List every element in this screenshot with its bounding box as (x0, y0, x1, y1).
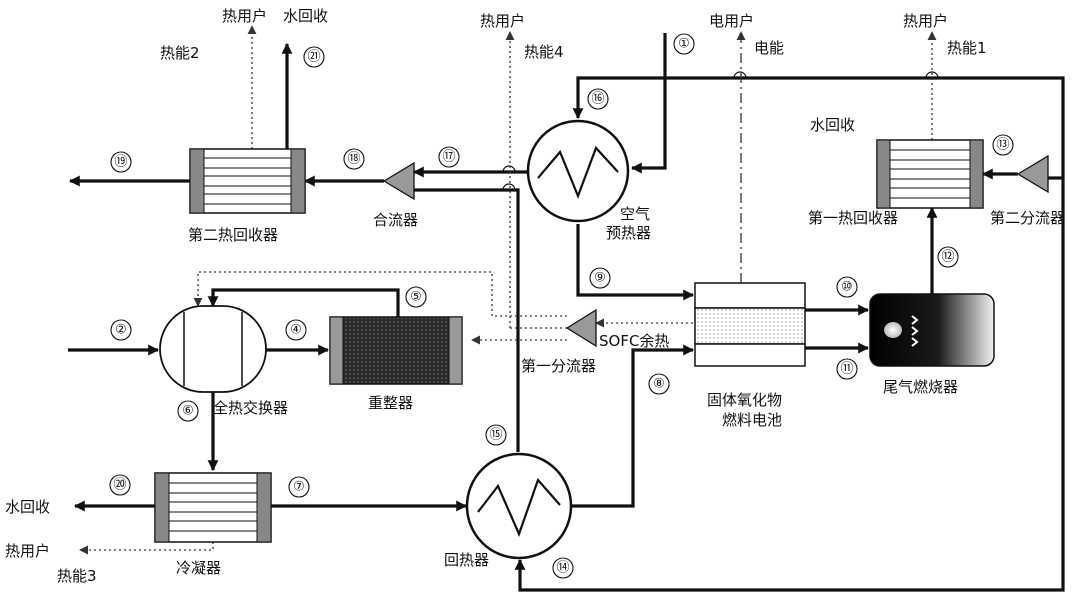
label-electric-user: 电用户 (709, 12, 754, 30)
label-first-splitter: 第一分流器 (521, 357, 596, 375)
svg-text:⑪: ⑪ (840, 362, 853, 377)
stream-marker-20: ⑳ (109, 474, 131, 496)
svg-text:⑦: ⑦ (293, 480, 305, 495)
first-heat-recovery (876, 139, 984, 209)
svg-text:⑧: ⑧ (653, 377, 665, 392)
second-heat-recovery (189, 148, 306, 214)
svg-text:⑬: ⑬ (996, 138, 1009, 153)
label-condenser: 冷凝器 (176, 559, 221, 577)
label-sofc-1: 固体氧化物 (707, 391, 782, 409)
label-recuperator: 回热器 (444, 551, 489, 569)
svg-text:⑥: ⑥ (182, 404, 194, 419)
svg-text:①: ① (678, 37, 690, 52)
stream-marker-18: ⑱ (343, 148, 365, 170)
label-full-heat-exchanger: 全热交换器 (213, 399, 288, 417)
full-heat-exchanger (159, 305, 267, 393)
svg-text:⑱: ⑱ (347, 152, 360, 167)
label-heat-energy-3: 热能3 (57, 567, 97, 585)
chevron-right-icon (911, 326, 919, 336)
svg-text:④: ④ (290, 323, 302, 338)
stream-marker-4: ④ (285, 319, 307, 341)
label-electric-energy: 电能 (754, 39, 784, 57)
label-mixer: 合流器 (373, 211, 418, 229)
label-heat-user-1: 热用户 (903, 12, 948, 30)
reformer (329, 316, 463, 385)
svg-text:⑩: ⑩ (841, 280, 853, 295)
label-reformer: 重整器 (368, 394, 413, 412)
stream-marker-8: ⑧ (648, 373, 670, 395)
stream-marker-5: ⑤ (405, 286, 427, 308)
stream-marker-11: ⑪ (836, 358, 858, 380)
label-second-heat-recovery: 第二热回收器 (188, 226, 278, 244)
svg-text:⑭: ⑭ (556, 561, 569, 576)
stream-marker-19: ⑲ (110, 151, 132, 173)
stream-marker-13: ⑬ (992, 134, 1014, 156)
label-heat-energy-1: 热能1 (947, 39, 987, 57)
label-air-preheater-2: 预热器 (606, 224, 651, 242)
svg-text:⑲: ⑲ (114, 155, 127, 170)
label-heat-energy-2: 热能2 (160, 44, 200, 62)
label-water-recovery-top: 水回收 (283, 7, 328, 25)
label-water-recovery-condenser: 水回收 (5, 498, 50, 516)
recuperator (465, 452, 573, 560)
stream-marker-9: ⑨ (589, 267, 611, 289)
label-first-heat-recovery: 第一热回收器 (808, 209, 898, 227)
svg-text:②: ② (115, 323, 127, 338)
pipe-crossings (502, 71, 939, 191)
component-labels: 全热交换器 重整器 第二热回收器 第一热回收器 合流器 空气 预热器 固体氧化物… (176, 205, 1065, 577)
stream-marker-1: ① (673, 33, 695, 55)
svg-text:㉑: ㉑ (307, 50, 320, 65)
first-splitter (565, 308, 597, 348)
label-air-preheater-1: 空气 (620, 205, 650, 223)
stream-marker-21: ㉑ (303, 46, 325, 68)
afterburner (869, 293, 995, 367)
chevron-right-icon (911, 337, 919, 347)
label-sofc-waste-heat: SOFC余热 (599, 332, 669, 350)
stream-marker-2: ② (110, 319, 132, 341)
label-heat-energy-4: 热能4 (524, 43, 564, 61)
air-preheater (526, 119, 630, 223)
svg-text:⑰: ⑰ (442, 150, 455, 165)
stream-marker-17: ⑰ (438, 146, 460, 168)
label-water-recovery-first: 水回收 (810, 116, 855, 134)
chevron-right-icon (911, 315, 919, 325)
stream-marker-7: ⑦ (288, 476, 310, 498)
label-heat-user-4: 热用户 (480, 12, 525, 30)
stream-marker-6: ⑥ (177, 400, 199, 422)
sofc-stack (694, 282, 806, 367)
stream-numbers: ① ② ④ ⑤ ⑥ ⑦ ⑧ ⑨ ⑩ ⑪ ⑫ ⑬ ⑭ ⑮ ⑯ ⑰ ⑱ ⑲ ⑳ ㉑ (109, 33, 1014, 579)
svg-text:⑮: ⑮ (489, 428, 502, 443)
label-heat-user-2: 热用户 (222, 7, 267, 25)
label-heat-user-3: 热用户 (5, 542, 50, 560)
svg-text:⑯: ⑯ (591, 92, 604, 107)
label-sofc-2: 燃料电池 (722, 411, 782, 429)
label-second-splitter: 第二分流器 (990, 209, 1065, 227)
condenser (154, 472, 272, 543)
svg-text:⑤: ⑤ (410, 290, 422, 305)
stream-marker-14: ⑭ (552, 557, 574, 579)
heat-lines (79, 25, 937, 555)
svg-text:⑨: ⑨ (594, 271, 606, 286)
svg-text:⑳: ⑳ (113, 478, 126, 493)
stream-marker-15: ⑮ (485, 424, 507, 446)
second-splitter (1016, 154, 1049, 194)
stream-marker-16: ⑯ (587, 88, 609, 110)
main-pipes (68, 33, 1065, 592)
output-labels: 热用户 水回收 热能2 热用户 热能4 电用户 电能 热用户 热能1 水回收 水… (5, 7, 987, 585)
flame-icon (884, 322, 902, 338)
label-afterburner: 尾气燃烧器 (883, 378, 958, 396)
mixer (382, 161, 415, 201)
stream-marker-12: ⑫ (937, 246, 959, 268)
svg-text:⑫: ⑫ (941, 250, 954, 265)
stream-marker-10: ⑩ (836, 276, 858, 298)
